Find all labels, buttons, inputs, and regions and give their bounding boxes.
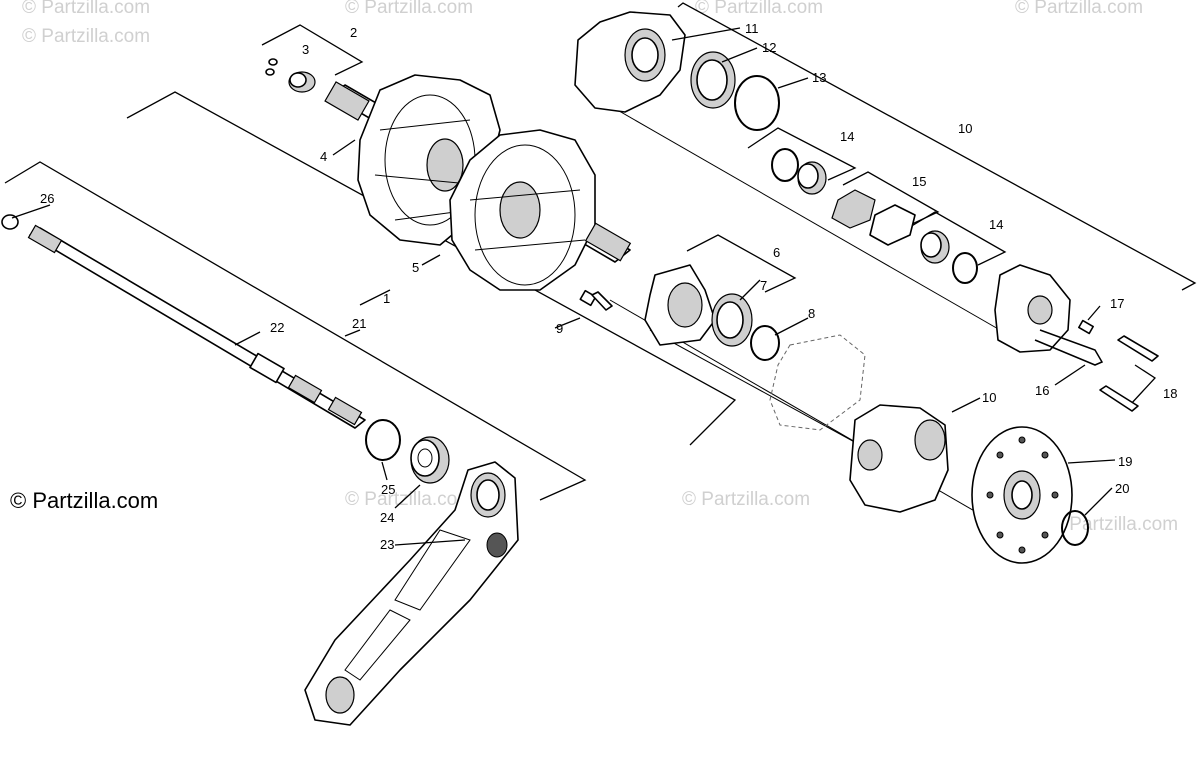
part-backing-plate xyxy=(769,334,866,431)
watermark: © Partzilla.com xyxy=(682,489,810,510)
part-spring-clip xyxy=(1034,329,1104,366)
part-caliper-bolts xyxy=(1099,335,1159,412)
callout-5: 5 xyxy=(412,260,419,275)
callout-11: 11 xyxy=(745,21,759,36)
part-brake-caliper xyxy=(994,264,1071,353)
callout-1: 1 xyxy=(383,291,390,306)
part-bearing-housing xyxy=(574,11,686,113)
part-bearing-plate xyxy=(644,264,716,346)
part-brake-bushing xyxy=(920,230,978,284)
callout-17: 17 xyxy=(1110,296,1124,311)
callout-10-upper: 10 xyxy=(958,121,972,136)
part-bushing xyxy=(288,71,316,93)
callout-23: 23 xyxy=(380,537,394,552)
callout-16: 16 xyxy=(1035,383,1049,398)
callout-3: 3 xyxy=(302,42,309,57)
part-brake-pads xyxy=(831,189,916,246)
copyright-notice: © Partzilla.com xyxy=(10,488,159,513)
callout-2: 2 xyxy=(350,25,357,40)
callout-26: 26 xyxy=(40,191,54,206)
callout-labels: 1 2 3 4 5 6 7 8 9 10 10 11 12 13 14 14 1… xyxy=(40,21,1177,552)
watermark: © Partzilla.com xyxy=(1050,514,1178,535)
callout-12: 12 xyxy=(762,40,776,55)
callout-18: 18 xyxy=(1163,386,1177,401)
watermark: © Partzilla.com xyxy=(345,489,473,510)
callout-25: 25 xyxy=(381,482,395,497)
callout-7: 7 xyxy=(760,278,767,293)
watermark: © Partzilla.com xyxy=(695,0,823,18)
callout-15: 15 xyxy=(912,174,926,189)
callout-13: 13 xyxy=(812,70,826,85)
part-brake-bushing xyxy=(771,148,827,195)
part-bolt xyxy=(579,289,613,311)
callout-19: 19 xyxy=(1118,454,1132,469)
part-bearing-upper xyxy=(690,51,736,109)
part-brake-disc xyxy=(971,426,1073,564)
callout-14-lower: 14 xyxy=(989,217,1003,232)
part-pin xyxy=(1078,319,1094,335)
watermark: © Partzilla.com xyxy=(1015,0,1143,18)
part-jackshaft xyxy=(1,214,366,429)
part-clips xyxy=(265,58,278,76)
part-snap-ring xyxy=(750,325,780,361)
callout-leaders xyxy=(11,27,1116,546)
callout-4: 4 xyxy=(320,149,327,164)
watermark: © Partzilla.com xyxy=(22,0,150,18)
callout-8: 8 xyxy=(808,306,815,321)
callout-14-upper: 14 xyxy=(840,129,854,144)
callout-10-lower: 10 xyxy=(982,390,996,405)
callout-21: 21 xyxy=(352,316,366,331)
watermark: © Partzilla.com xyxy=(22,26,150,47)
part-seal xyxy=(711,293,753,347)
callout-6: 6 xyxy=(773,245,780,260)
watermark: © Partzilla.com xyxy=(345,0,473,18)
callout-20: 20 xyxy=(1115,481,1129,496)
part-bearing xyxy=(410,436,450,484)
callout-9: 9 xyxy=(556,321,563,336)
watermark-layer: © Partzilla.com © Partzilla.com © Partzi… xyxy=(22,0,1178,535)
part-ring xyxy=(365,419,401,461)
part-brake-caliper-lower xyxy=(849,404,949,513)
callout-24: 24 xyxy=(380,510,394,525)
part-drive-shaft xyxy=(324,74,632,291)
part-o-ring xyxy=(734,75,780,131)
part-swing-arm xyxy=(304,461,519,726)
callout-22: 22 xyxy=(270,320,284,335)
part-disc-snap-ring xyxy=(1061,510,1089,546)
